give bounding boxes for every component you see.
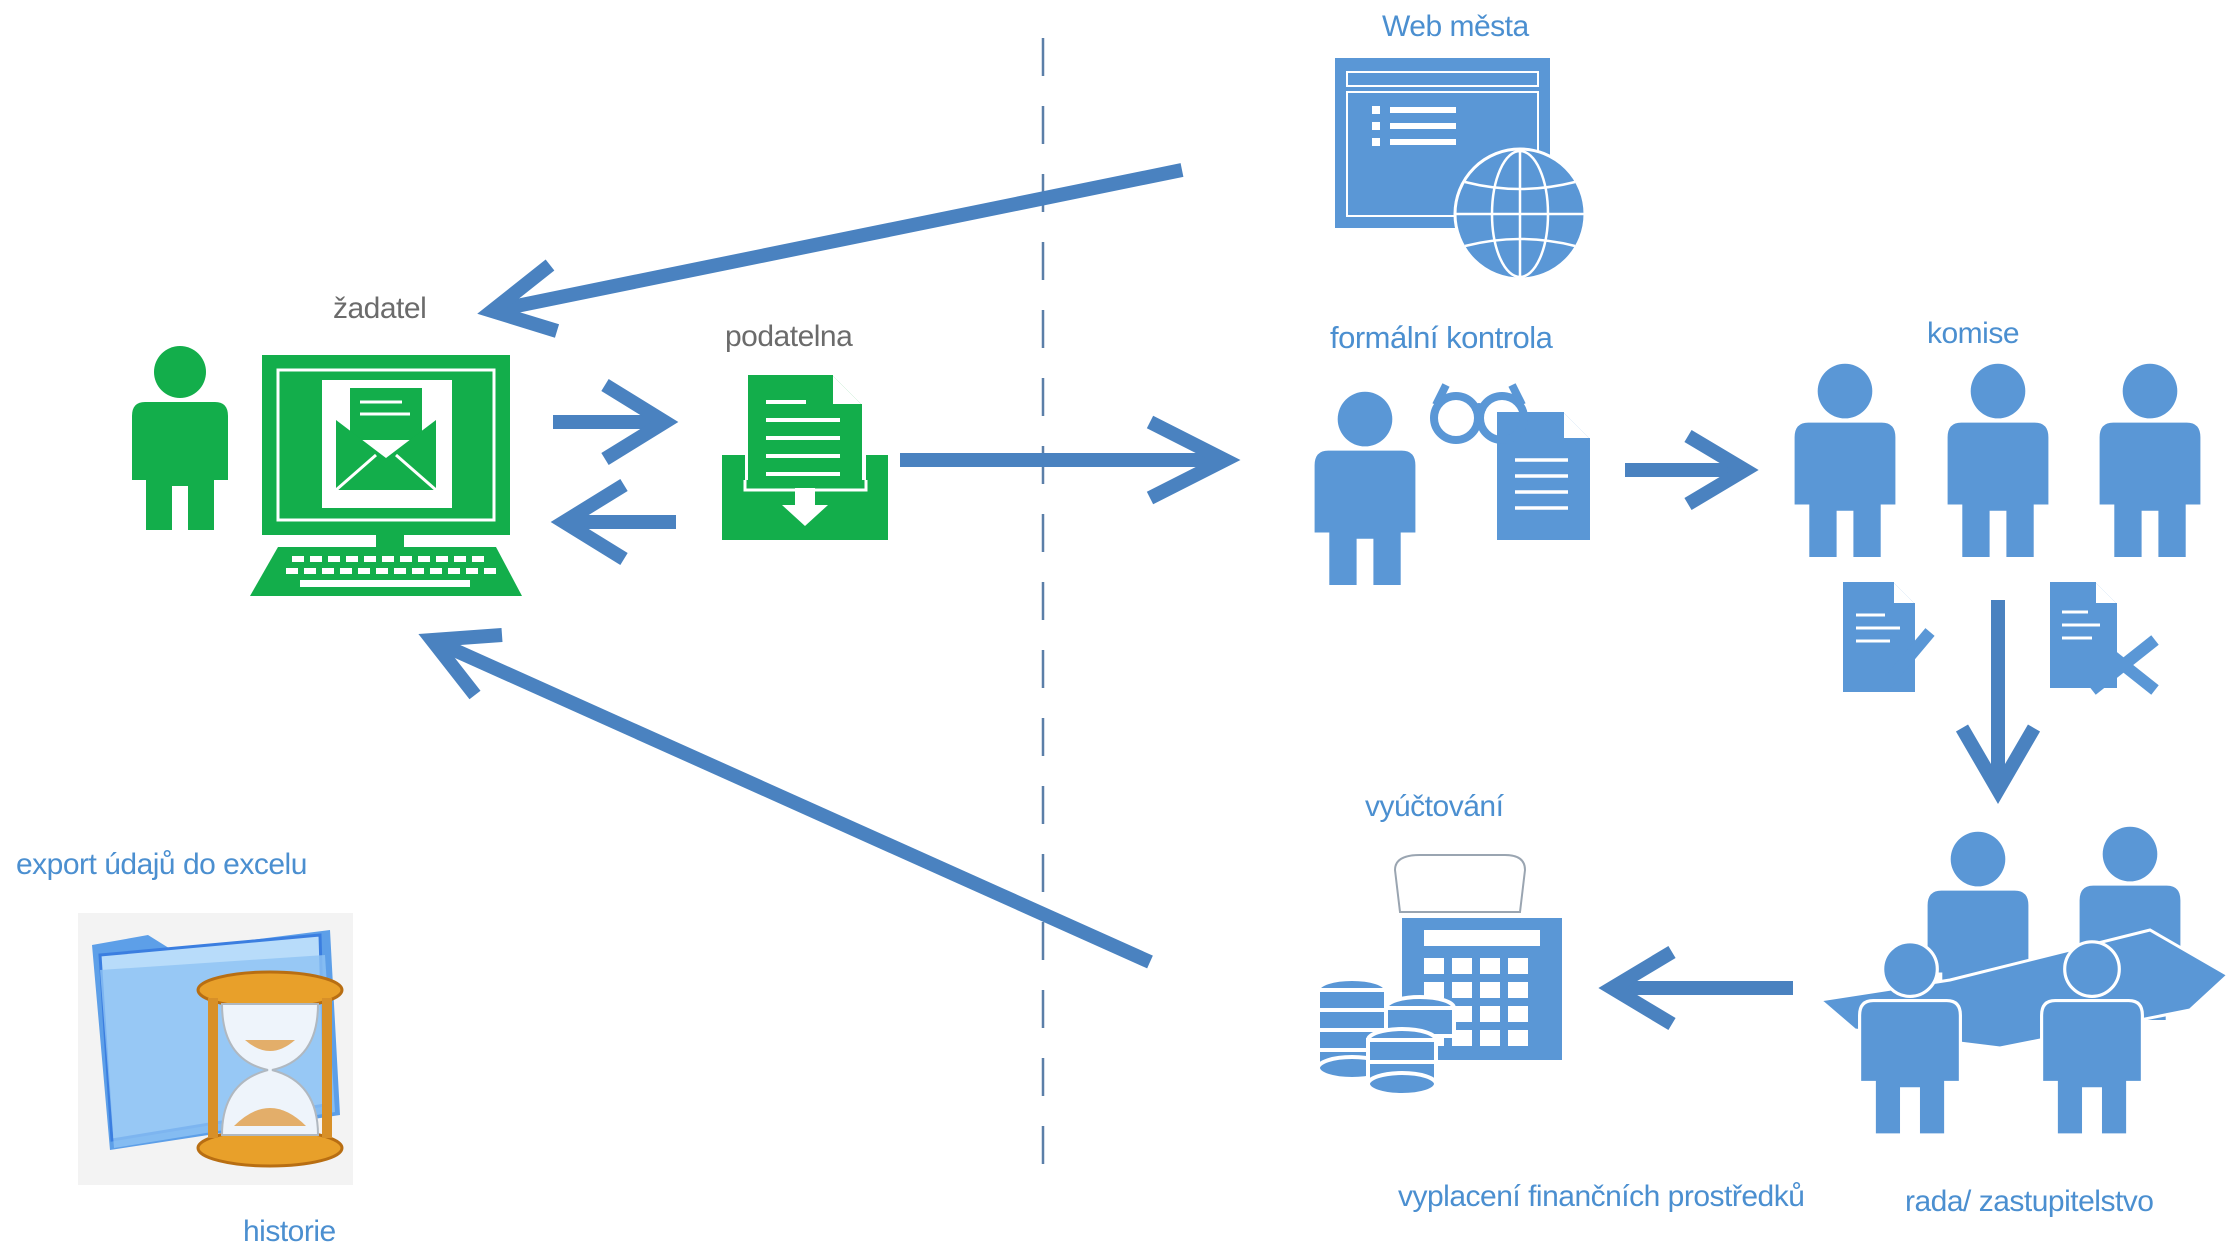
label-rada-zastupitelstvo: rada/ zastupitelstvo: [1905, 1185, 2154, 1218]
arrow-komise-to-rada: [1955, 600, 2041, 804]
committee-person-icon: [1794, 363, 2201, 557]
arrow-kontrola-to-komise: [1625, 429, 1759, 511]
label-vyuctovani: vyúčtování: [1365, 790, 1504, 823]
folder-hourglass-icon: [78, 913, 353, 1185]
calculator-coins-icon: [1316, 854, 1562, 1097]
glasses-document-icon: [1430, 383, 1590, 540]
inbox-document-icon: [722, 375, 888, 540]
computer-email-icon: [250, 355, 522, 596]
label-web-mesta: Web města: [1382, 10, 1529, 43]
label-formalni-kontrola: formální kontrola: [1330, 320, 1553, 355]
arrow-podatelna-to-kontrola: [900, 415, 1241, 505]
label-historie: historie: [243, 1215, 336, 1248]
arrow-web-to-zadatel: [477, 163, 1184, 338]
label-vyplaceni: vyplacení finančních prostředků: [1398, 1180, 1805, 1213]
web-globe-icon: [1335, 58, 1587, 281]
label-export: export údajů do excelu: [16, 848, 307, 881]
label-komise: komise: [1927, 317, 2020, 350]
arrow-rada-to-vyuctovani: [1598, 945, 1793, 1031]
approved-document-icon: [1843, 582, 1935, 692]
clerk-person-icon: [1314, 391, 1416, 585]
label-podatelna: podatelna: [725, 320, 853, 353]
label-zadatel: žadatel: [333, 292, 427, 325]
submit-arrow-icon: [553, 379, 679, 465]
meeting-icon: [1816, 826, 2228, 1137]
applicant-person-icon: [132, 346, 228, 530]
rejected-document-icon: [2050, 582, 2159, 695]
arrow-vyuctovani-to-zadatel: [418, 628, 1153, 969]
return-arrow-icon: [550, 479, 676, 565]
